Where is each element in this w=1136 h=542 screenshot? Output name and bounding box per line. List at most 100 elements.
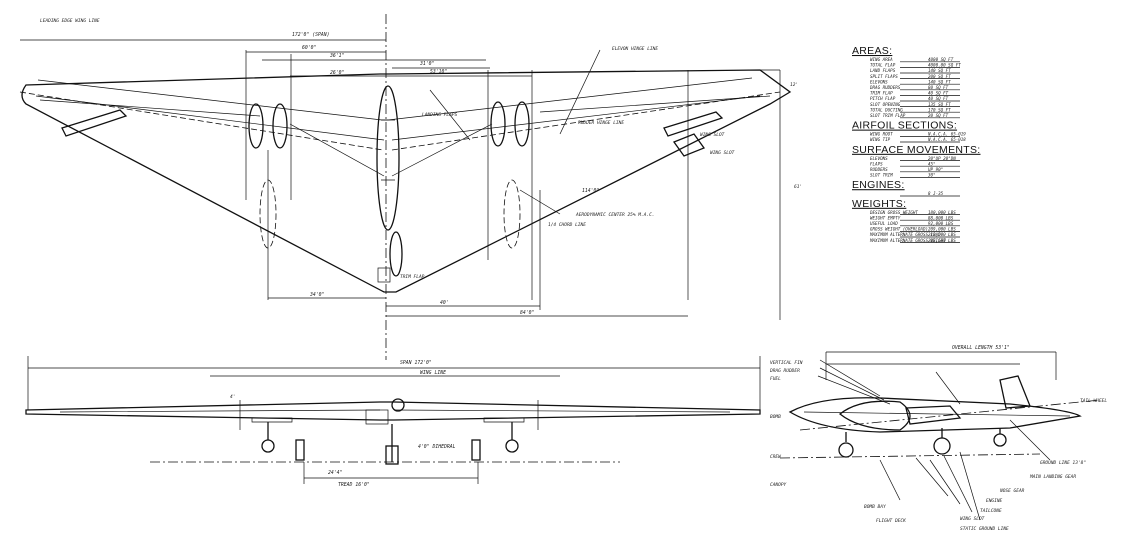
spec-label: ELEVONS [870, 156, 888, 161]
svg-text:CANOPY: CANOPY [770, 482, 787, 488]
center-nacelle [376, 85, 400, 231]
spec-value: 140 SQ FT [928, 79, 951, 84]
spec-label: GROSS WEIGHT (OVERLOAD) [870, 227, 928, 232]
spec-label: WING TIP [870, 137, 891, 142]
spec-label: DESIGN GROSS WEIGHT [869, 210, 918, 215]
spec-value: 200 SQ FT [928, 74, 951, 79]
spec-label: TOTAL DUCTING [870, 107, 903, 112]
spec-value: 20 SQ FT [928, 113, 949, 118]
side-fuselage [788, 397, 1082, 433]
svg-text:BOMB BAY: BOMB BAY [864, 504, 886, 510]
spec-label: PITCH FLAP [870, 96, 896, 101]
svg-text:MAIN LANDING GEAR: MAIN LANDING GEAR [1029, 474, 1076, 480]
spec-label: ELEVONS [870, 79, 888, 84]
svg-text:TREAD 16'0": TREAD 16'0" [338, 482, 370, 488]
svg-text:CREW: CREW [770, 454, 782, 460]
svg-text:WING LINE: WING LINE [420, 370, 446, 376]
wing-outline [21, 69, 792, 293]
svg-text:172'0" (SPAN): 172'0" (SPAN) [292, 32, 330, 38]
svg-text:NOSE GEAR: NOSE GEAR [999, 488, 1025, 494]
svg-text:36'1": 36'1" [329, 53, 345, 59]
svg-text:LANDING FLAPS: LANDING FLAPS [422, 112, 458, 118]
svg-text:WING SLOT: WING SLOT [700, 132, 725, 138]
engine-nacelle-1 [248, 103, 264, 149]
svg-text:LEADING EDGE WING LINE: LEADING EDGE WING LINE [40, 18, 100, 24]
spec-label: FLAPS [870, 161, 883, 166]
spec-value: 40 SQ FT [928, 91, 949, 96]
spec-label: WING ROOT [870, 132, 893, 137]
spec-value: 20°UP 20°DN [928, 156, 956, 161]
front-view: SPAN 172'0" WING LINE 24'4" TREAD 16'0" … [25, 356, 761, 488]
spec-value: 30° [927, 173, 936, 178]
right-wing-slot [663, 111, 724, 137]
svg-text:TAILCONE: TAILCONE [980, 508, 1002, 514]
left-wing-slot [61, 109, 128, 137]
svg-text:4': 4' [230, 394, 235, 400]
svg-text:FLIGHT DECK: FLIGHT DECK [876, 518, 906, 524]
svg-text:VERTICAL FIN: VERTICAL FIN [770, 360, 803, 366]
spec-value: 80 SQ FT [928, 85, 949, 90]
svg-text:40': 40' [440, 300, 449, 306]
side-view: OVERALL LENGTH 53'1" VERTICAL FIN DRAG R… [769, 345, 1107, 532]
spec-table: AREAS:WING AREA 4000 SQ FT TOTAL FLAP 4000.… [852, 45, 981, 243]
svg-text:12': 12' [790, 82, 798, 88]
svg-text:61': 61' [794, 184, 802, 190]
spec-label: TOTAL FLAP [870, 63, 896, 68]
spec-value: 209,000 LBS [928, 227, 956, 232]
svg-text:114'0": 114'0" [582, 188, 599, 194]
spec-label: WING AREA [870, 57, 893, 62]
svg-text:4'0" DIHEDRAL: 4'0" DIHEDRAL [418, 444, 456, 450]
spec-value: 88,000 LBS [928, 215, 954, 220]
spec-value: N.A.C.A. 65-019 [927, 132, 966, 137]
svg-text:DRAG RUDDER: DRAG RUDDER [769, 368, 800, 374]
spec-label: DRAG RUDDERS [869, 85, 901, 90]
spec-value: 135 SQ FT [928, 102, 951, 107]
spec-value: 92,000 LBS [928, 221, 954, 226]
spec-value: 4000 SQ FT [928, 57, 954, 62]
svg-text:24'4": 24'4" [328, 470, 343, 476]
spec-label: TRIM FLAP [870, 91, 893, 96]
spec-label: SLOT OPENING [870, 102, 901, 107]
spec-label: USEFUL LOAD [870, 221, 898, 226]
svg-text:RUDDER HINGE LINE: RUDDER HINGE LINE [578, 120, 624, 126]
spec-value: 8 J-35 [928, 191, 944, 196]
svg-text:GROUND LINE 13'8": GROUND LINE 13'8" [1040, 460, 1086, 466]
spec-value: 4000.00 SQ FT [928, 63, 961, 68]
svg-text:TAIL WHEEL: TAIL WHEEL [1080, 398, 1107, 404]
engine-nacelle-4 [514, 101, 530, 147]
svg-text:SPAN 172'0": SPAN 172'0" [400, 360, 432, 366]
svg-text:OVERALL LENGTH 53'1": OVERALL LENGTH 53'1" [952, 345, 1010, 351]
spec-label: SPLIT FLAPS [870, 74, 898, 79]
spec-value: 213,500 LBS [928, 232, 956, 237]
svg-text:STATIC GROUND LINE: STATIC GROUND LINE [960, 526, 1009, 532]
svg-text:TRIM FLAP: TRIM FLAP [400, 274, 425, 280]
svg-text:FUEL: FUEL [770, 376, 781, 382]
spec-value: 45° [928, 161, 936, 166]
svg-text:31'0": 31'0" [419, 61, 435, 67]
svg-text:AERODYNAMIC CENTER 25% M.A.C.: AERODYNAMIC CENTER 25% M.A.C. [575, 212, 655, 218]
svg-text:53'10": 53'10" [430, 69, 447, 75]
spec-heading: SURFACE MOVEMENTS: [852, 144, 981, 156]
engine-nacelle-3 [490, 101, 506, 147]
svg-text:ENGINE: ENGINE [986, 498, 1003, 504]
spec-value: 140 SQ FT [928, 68, 951, 73]
svg-text:ELEVON HINGE LINE: ELEVON HINGE LINE [612, 46, 658, 52]
spec-label: MAXIMUM ALTERNATE GROSS WEIGHT [869, 238, 946, 243]
spec-value: 180,000 LBS [928, 210, 956, 215]
spec-value: 170 SQ FT [928, 107, 951, 112]
svg-text:WING SLOT: WING SLOT [960, 516, 985, 522]
spec-label: SLOT TRIM [870, 173, 893, 178]
spec-heading: AIRFOIL SECTIONS: [852, 120, 957, 132]
spec-label: WEIGHT EMPTY [870, 215, 901, 220]
spec-heading: AREAS: [852, 45, 892, 57]
plan-view: 172'0" (SPAN) 60'0" 36'1" 26'0" 31'0" 53… [19, 14, 802, 360]
spec-label: MAXIMUM ALTERNATE GROSS LOAD [869, 232, 941, 237]
svg-text:BOMB: BOMB [770, 414, 781, 420]
svg-text:26'0": 26'0" [330, 70, 345, 76]
spec-label: LAND FLAPS [870, 68, 896, 73]
spec-heading: ENGINES: [852, 179, 905, 191]
svg-text:1/4 CHORD LINE: 1/4 CHORD LINE [548, 222, 586, 228]
spec-label: RUDDERS [870, 167, 888, 172]
